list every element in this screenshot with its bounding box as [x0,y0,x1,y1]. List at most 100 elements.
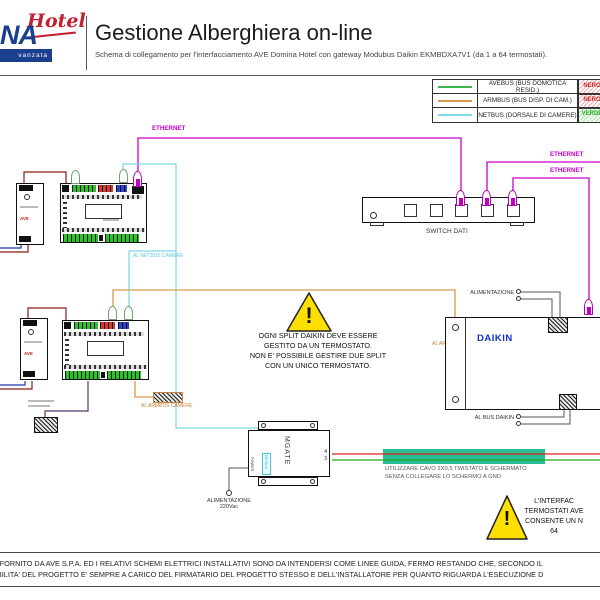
ctrl2-pin-row-top [64,332,144,336]
warning-mark-center: ! [305,303,313,328]
netbus-swatch [433,108,478,122]
mgate-screw-tr [310,423,315,428]
psu2-led [28,329,34,335]
ctrl-display [85,204,122,219]
ctrl-bottom-terminal-green-2 [105,234,139,242]
center-warning-line3: NON E' POSSIBILE GESTIRE DUE SPLIT [249,351,387,360]
daikin-power-terminal [548,317,568,333]
bus-legend: AVEBUS (BUS DOMOTICA RESID.) ARMBUS (BUS… [432,79,578,123]
shielded-cable-highlight [383,449,545,464]
mgate-body: MGATE POWER NETBUS 4 3 [248,430,330,477]
mgate-flange-bottom [258,477,318,486]
legend-tag-nero-2: NERO [578,93,600,109]
legend-tag-nero-1: NERO [578,79,600,95]
daikin-bus-terminal [559,394,577,410]
right-warning-line2: TERMOSTATI AVE [524,508,584,515]
ctrl2-bottom-tab [101,372,105,378]
netbus-label: NETBUS (DORSALE DI CAMERE) [478,111,577,119]
cable-note-line1: UTILIZZARE CAVO 2X0,5 TWISTATO E SCHERMA… [385,466,527,472]
header-divider [86,16,87,70]
daikin-bus-pin-1 [516,414,521,419]
logo-hotel-script: Hotel [27,10,86,32]
mains-label: ALIMENTAZIONE 220Vac [199,498,259,510]
mgate-flange-top [258,421,318,430]
daikin-power-pin-2 [516,296,521,301]
daikin-brand: DAIKIN [477,333,513,344]
daikin-power-label: ALIMENTAZIONE [470,290,514,296]
right-warning-note: L'INTERFAC TERMOSTATI AVE CONSENTE UN N … [508,497,600,537]
legend-tag-verde: VERDE [578,107,600,123]
ctrl-top-terminal-green [72,185,96,192]
daikin-screw-top [452,324,459,331]
netbus-connector-lower [124,306,133,320]
psu-led [24,194,30,200]
mgate-power-label: POWER [250,457,254,472]
power-supply-upper: AVE [16,183,44,245]
ctrl2-top-terminal-black [64,322,71,329]
mgate-screw-bl [261,479,266,484]
ctrl-ethernet-port [132,186,144,194]
psu2-marking [24,341,42,343]
ethernet-label-top: ETHERNET [152,125,186,132]
ctrl2-pin-row-bottom [64,365,147,369]
avebus-swatch [433,80,478,93]
daikin-bus-pin-2 [516,421,521,426]
netbus-branch-label: AL NETBUS CAMERE [133,253,184,259]
ethernet-label-right-2: ETHERNET [550,167,584,174]
mgate-screw-br [310,479,315,484]
psu2-top-terminal [23,320,37,326]
switch-port-1 [404,204,417,217]
switch-foot-left [370,222,384,226]
mains-terminal [226,490,232,496]
ctrl-bottom-terminal-green-1 [63,234,98,242]
avebus-label: AVEBUS (BUS DOMOTICA RESID.) [488,79,567,94]
ethernet-plug-switch-2 [482,190,491,206]
ctrl-pin-col [63,202,67,228]
armbus-label: ARMBUS (BUS DISP. DI CAM.) [483,97,572,104]
netbus-line-sample [438,114,472,116]
ctrl2-bottom-terminal-green-1 [65,371,100,379]
ctrl2-bottom-terminal-green-2 [107,371,141,379]
ethernet-plug-switch-3 [508,190,517,206]
daikin-strip-divider [465,318,466,409]
psu-top-terminal [19,185,33,191]
center-warning-line1: OGNI SPLIT DAIKIN DEVE ESSERE [258,331,378,340]
mgate-screw-tl [261,423,266,428]
ctrl2-display [87,341,124,356]
avebus-connector-upper [71,170,80,184]
center-warning-note: OGNI SPLIT DAIKIN DEVE ESSERE GESTITO DA… [238,331,398,371]
controller-upper [60,183,147,243]
logo-letters: NA [0,20,38,50]
disclaimer-rule-top [0,552,600,553]
ethernet-plug-daikin [584,299,593,315]
warning-mark-right: ! [503,508,511,530]
page-title: Gestione Alberghiera on-line [95,20,373,45]
ethernet-plug-controller [133,171,142,187]
armbus-line-sample [438,99,472,102]
mgate-netbus-port-label: NETBUS [264,455,268,470]
legend-row-avebus: AVEBUS (BUS DOMOTICA RESID.) [433,80,577,94]
psu2-bottom-terminal [23,371,35,377]
disclaimer-line1: O FORNITO DA AVE S.P.A. ED I RELATIVI SC… [0,559,543,568]
mgate-label: MGATE [283,436,290,466]
aux-marking-1 [28,400,54,402]
disclaimer-rule-bottom [0,586,600,587]
switch-port-2 [430,204,443,217]
controller-lower [62,320,149,380]
netbus-connector-upper [119,169,128,183]
center-warning-line2: GESTITO DA UN TERMOSTATO. [264,341,372,350]
aux-connector-box [34,417,58,433]
logo-tagline-bar: vanzata [0,49,52,62]
page-subtitle: Schema di collegamento per l'interfaccia… [95,50,548,59]
mgate-terminal-3: 3 [324,456,327,462]
ctrl2-top-terminal-red [100,322,115,329]
daikin-screw-bottom [452,396,459,403]
aux-marking-2 [28,405,50,407]
armbus-swatch [433,94,478,107]
switch-led [370,212,377,219]
ctrl-pin-row-bottom [62,228,145,232]
armbus-connector-lower [108,306,117,320]
ctrl-pin-row-top [62,195,142,199]
cable-note-line2: SENZA COLLEGARE LO SCHERMO A GND [385,474,501,480]
switch-label: SWITCH DATI [426,228,468,235]
